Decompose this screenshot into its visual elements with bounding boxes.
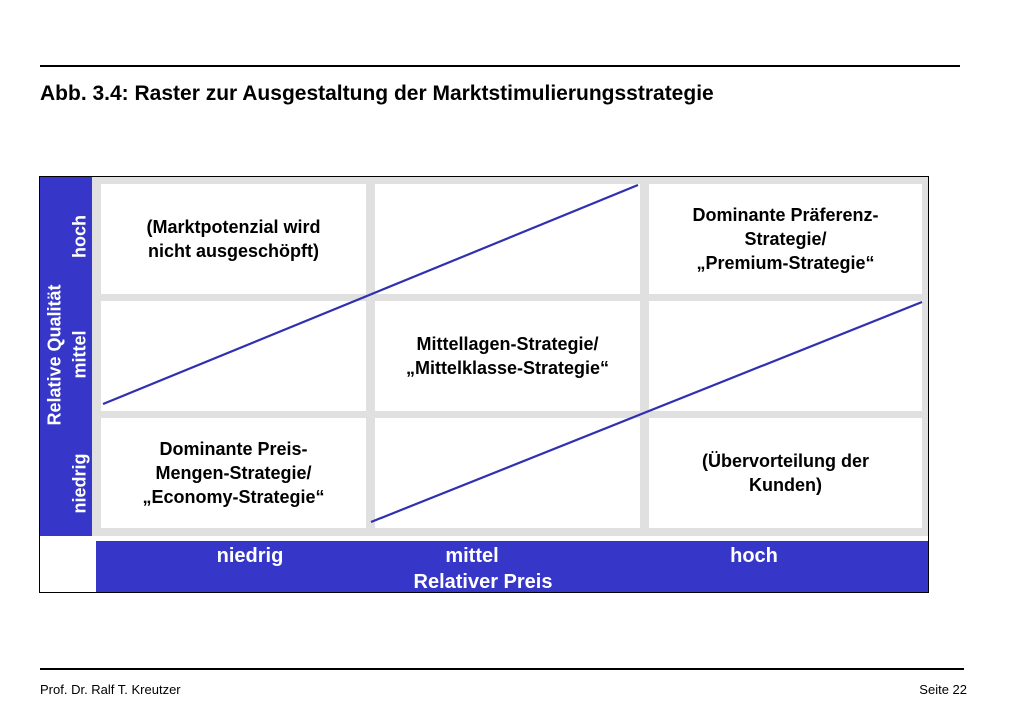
- cell-quality-low-price-low: Dominante Preis- Mengen-Strategie/ „Econ…: [101, 418, 366, 528]
- cell-quality-mid-price-high: [649, 301, 922, 411]
- cell-quality-mid-price-low: [101, 301, 366, 411]
- x-level-low: niedrig: [216, 545, 284, 567]
- cell-quality-high-price-high: Dominante Präferenz- Strategie/ „Premium…: [649, 184, 922, 294]
- y-level-high: hoch: [69, 215, 90, 258]
- footer-author: Prof. Dr. Ralf T. Kreutzer: [40, 682, 181, 697]
- y-level-mid: mittel: [69, 330, 90, 379]
- page-title: Abb. 3.4: Raster zur Ausgestaltung der M…: [40, 82, 714, 105]
- bottom-rule: [40, 668, 964, 670]
- x-axis-label: Relativer Preis: [413, 571, 553, 593]
- cell-quality-low-price-mid: [375, 418, 640, 528]
- cell-quality-high-price-mid: [375, 184, 640, 294]
- x-axis-band: [96, 541, 928, 592]
- y-axis-label: Relative Qualität: [44, 284, 65, 426]
- footer-page-number: Seite 22: [919, 682, 967, 697]
- cell-quality-mid-price-mid: Mittellagen-Strategie/ „Mittelklasse-Str…: [375, 301, 640, 411]
- x-level-mid: mittel: [445, 545, 499, 567]
- top-rule: [40, 65, 960, 67]
- cell-quality-high-price-low: (Marktpotenzial wird nicht ausgeschöpft): [101, 184, 366, 294]
- y-level-low: niedrig: [69, 453, 90, 514]
- y-axis-band: [40, 177, 92, 536]
- x-level-high: hoch: [730, 545, 778, 567]
- cell-quality-low-price-high: (Übervorteilung der Kunden): [649, 418, 922, 528]
